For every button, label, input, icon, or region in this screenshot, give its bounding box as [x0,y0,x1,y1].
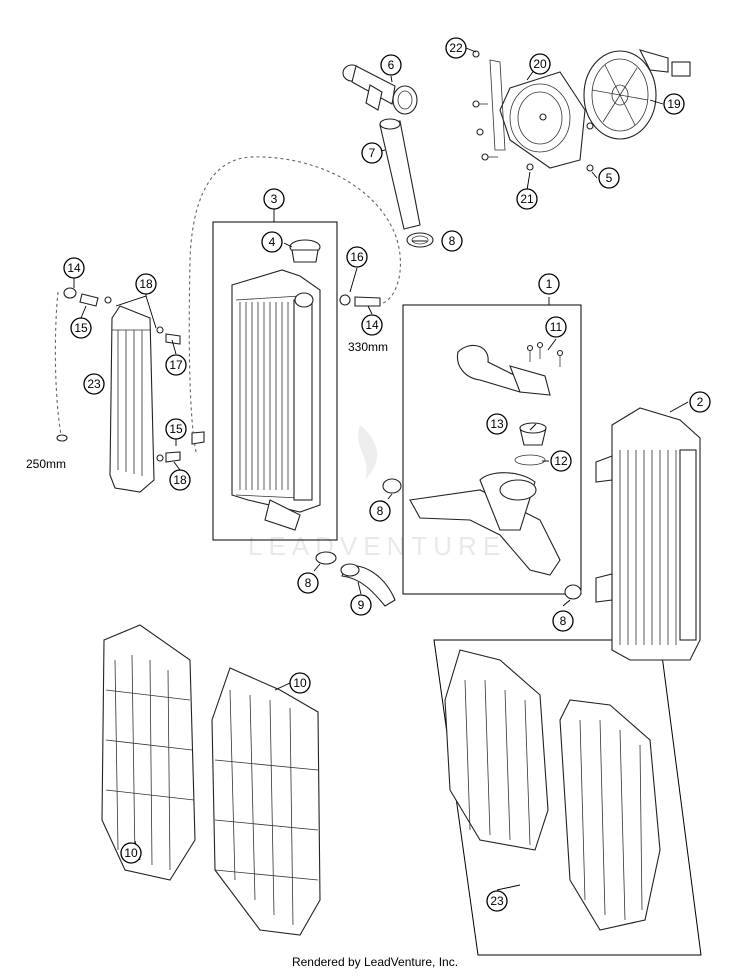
watermark-text: LEADVENTURE [248,531,506,561]
svg-text:18: 18 [173,473,187,487]
callout-8-tube: 8 [441,230,463,252]
callout-2: 2 [689,391,711,413]
svg-text:20: 20 [533,57,547,71]
callout-16: 16 [346,246,368,268]
svg-text:5: 5 [606,171,613,185]
callout-12: 12 [550,450,572,472]
callout-10-right: 10 [289,672,311,694]
svg-text:15: 15 [74,321,88,335]
callout-18-lower: 18 [169,469,191,491]
callout-9: 9 [350,594,372,616]
overflow-fitting-right [339,294,381,307]
rendered-by-footer: Rendered by LeadVenture, Inc. [291,955,459,969]
callout-13: 13 [486,413,508,435]
svg-text:8: 8 [377,504,384,518]
fan-screws [472,50,594,172]
svg-text:19: 19 [667,97,681,111]
hose-clamp-part [406,232,434,248]
radiator-hose-part [340,563,396,607]
callout-10-left: 10 [120,842,142,864]
svg-text:1: 1 [546,277,553,291]
svg-text:16: 16 [350,250,364,264]
callout-18-upper: 18 [135,273,157,295]
svg-text:3: 3 [271,192,278,206]
svg-text:7: 7 [369,146,376,160]
svg-text:18: 18 [139,277,153,291]
watermark: LEADVENTURE [248,425,506,561]
callout-8-right: 8 [552,610,574,632]
callout-14-left: 14 [63,257,85,279]
coolant-tube-part [379,118,421,230]
radiator-guard-set-part [444,649,661,931]
callout-3: 3 [263,188,285,210]
callout-8-lower: 8 [297,572,319,594]
svg-text:14: 14 [67,261,81,275]
callout-6: 6 [380,54,402,76]
svg-text:8: 8 [305,576,312,590]
callout-1: 1 [538,273,560,295]
thermostat-connector-part [342,64,418,115]
svg-text:9: 9 [358,598,365,612]
callout-5: 5 [598,167,620,189]
svg-text:10: 10 [293,676,307,690]
svg-text:14: 14 [365,318,379,332]
svg-text:12: 12 [554,454,568,468]
overflow-hose-250-line [54,291,63,441]
callout-17: 17 [165,354,187,376]
hose-length-250: 250mm [26,457,66,471]
svg-text:11: 11 [550,320,563,334]
svg-text:8: 8 [449,234,456,248]
callout-7: 7 [361,142,383,164]
fan-shroud-part [489,59,586,169]
left-fittings [56,287,205,463]
clamps [315,478,582,600]
callout-22: 22 [445,37,467,59]
callout-14-right: 14 [361,314,383,336]
radiator-fan-part [583,49,691,140]
callout-20: 20 [529,53,551,75]
svg-text:4: 4 [269,235,276,249]
radiator-guard-left [101,624,196,881]
radiator-right-part [231,269,321,531]
radiator-main-part [595,407,701,661]
svg-text:17: 17 [169,358,183,372]
hose-length-330: 330mm [348,340,388,354]
callout-15-upper: 15 [70,317,92,339]
svg-text:22: 22 [449,41,463,55]
callout-8-radiator: 8 [369,500,391,522]
callout-23-guards: 23 [486,890,508,912]
svg-text:23: 23 [87,377,101,391]
callout-23-radiator: 23 [83,373,105,395]
svg-text:21: 21 [520,192,534,206]
svg-text:23: 23 [490,894,504,908]
svg-text:2: 2 [697,395,704,409]
callout-21: 21 [516,188,538,210]
radiator-guard-set-box [433,639,702,956]
hose-set-part [409,341,564,576]
radiator-cap-part [289,239,321,263]
radiator-guard-right [211,667,321,936]
radiator-left-part [109,305,155,493]
callout-15-lower: 15 [165,418,187,440]
svg-text:13: 13 [490,417,504,431]
svg-text:6: 6 [388,58,395,72]
callout-11: 11 [545,316,567,338]
callout-19: 19 [663,93,685,115]
callout-4: 4 [261,231,283,253]
svg-text:15: 15 [169,422,183,436]
radiator-right-group-box [212,221,338,541]
svg-text:10: 10 [124,846,138,860]
svg-text:8: 8 [560,614,567,628]
